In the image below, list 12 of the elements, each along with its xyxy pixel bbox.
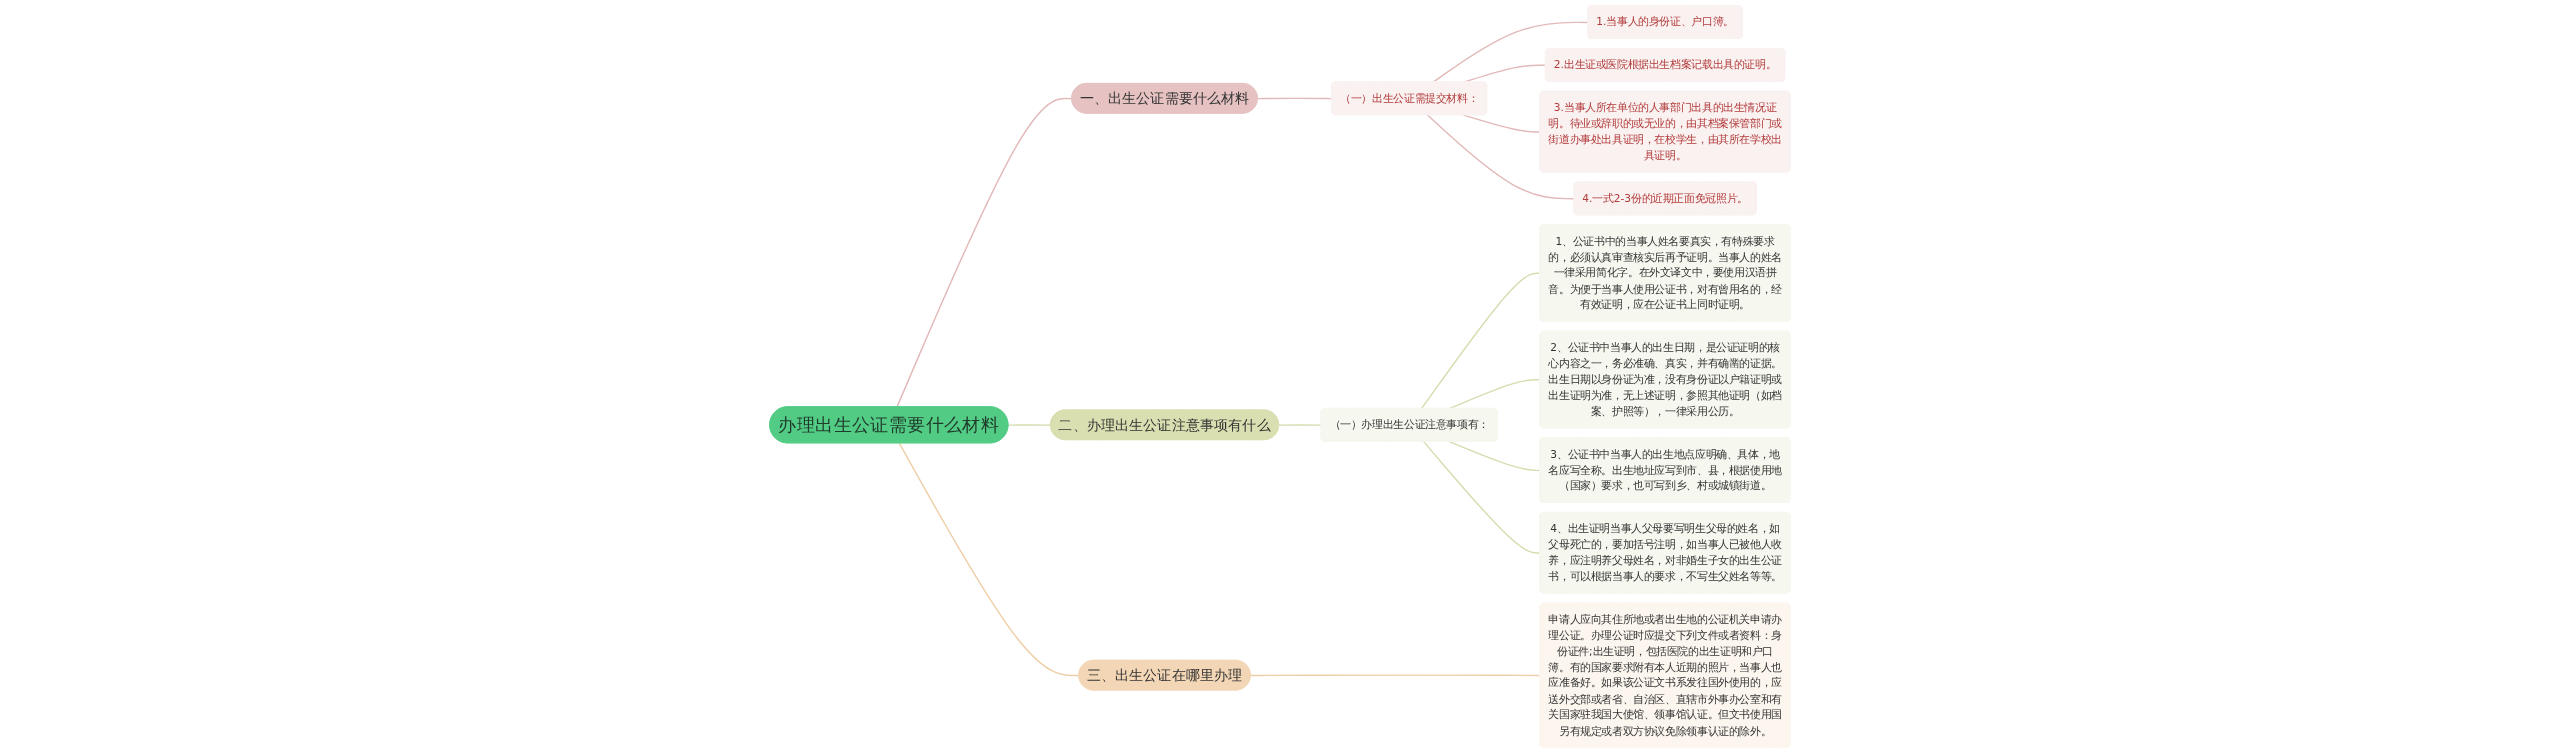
connector [896,97,1073,408]
connector [898,442,1080,677]
connector [1426,114,1575,200]
connector [1420,272,1541,410]
connector [1422,440,1541,554]
connector [1462,114,1541,133]
connector [1432,21,1589,83]
connector [1257,97,1333,100]
connector [1007,424,1052,426]
connector [1278,424,1323,426]
connector [1250,674,1541,677]
connector [1448,440,1541,472]
